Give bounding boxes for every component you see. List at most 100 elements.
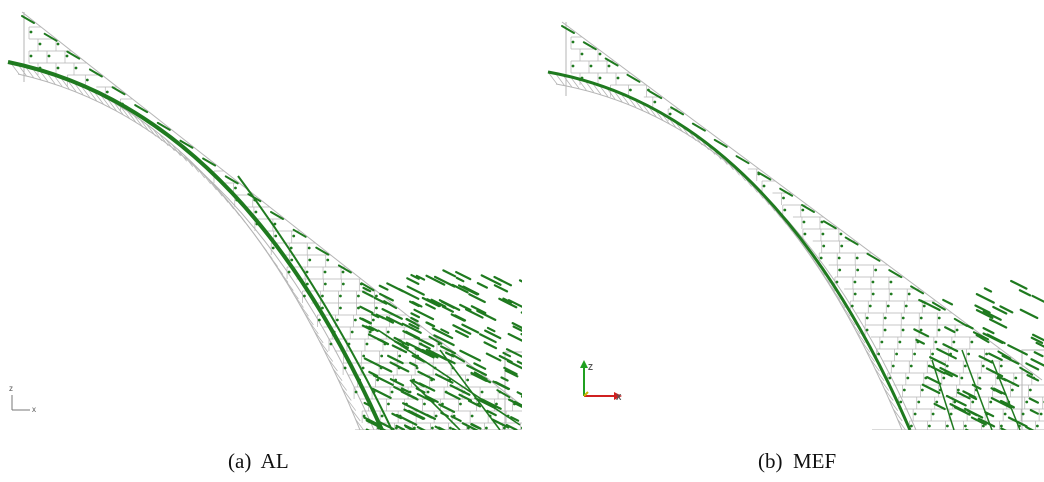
voussoir-joint: [860, 340, 871, 353]
crack-dash: [433, 275, 456, 288]
crack-dash: [516, 391, 522, 396]
joint-marker: [937, 328, 941, 332]
crack-dash: [363, 401, 373, 408]
joint-marker: [920, 388, 924, 392]
joint-marker: [913, 352, 917, 356]
extrados-crack-dash: [931, 301, 946, 311]
voussoir-joint: [341, 388, 352, 401]
joint-marker: [985, 352, 989, 356]
crack-dash: [425, 274, 446, 286]
crack-dash: [418, 342, 431, 350]
joint-marker: [470, 414, 474, 418]
crack-dash: [971, 383, 982, 390]
joint-marker: [909, 364, 913, 368]
joint-marker: [335, 318, 339, 322]
crack-dash: [498, 297, 518, 309]
crack-dash: [378, 421, 395, 430]
crack-dash: [397, 339, 410, 347]
voussoir-joint: [897, 419, 907, 430]
joint-marker: [889, 292, 893, 296]
caption-b: (b) MEF: [758, 449, 837, 473]
crack-dash: [401, 322, 422, 334]
voussoir-joint: [299, 303, 309, 317]
joint-marker: [945, 424, 949, 428]
crack-pattern: [7, 15, 522, 430]
crack-dash: [371, 387, 392, 399]
crack-dash: [441, 305, 454, 313]
voussoir-joint: [865, 349, 875, 362]
arch-fem-plot-al: z x: [7, 11, 522, 430]
crack-dash: [1000, 427, 1007, 430]
voussoir-joint: [183, 154, 194, 167]
joint-marker: [326, 258, 330, 262]
main-crack: [237, 175, 393, 430]
joint-marker: [898, 340, 902, 344]
crack-dash: [1018, 289, 1032, 297]
voussoir-joint: [892, 408, 903, 422]
joint-marker: [329, 342, 333, 346]
extrados-crack-dash: [66, 50, 81, 60]
crack-dash: [470, 423, 480, 429]
voussoir-joint: [883, 388, 894, 401]
voussoir-joint: [840, 304, 851, 317]
joint-marker: [934, 340, 938, 344]
voussoir-joint: [879, 378, 890, 391]
voussoir-joint: [835, 295, 846, 309]
joint-marker: [883, 316, 887, 320]
crack-dash: [1033, 351, 1044, 358]
crack-dash: [452, 324, 472, 335]
joint-marker: [423, 402, 426, 406]
joint-marker: [913, 412, 917, 416]
joint-marker: [935, 400, 939, 404]
crack-dash: [466, 364, 488, 376]
panel-mef: Z X: [522, 0, 1044, 430]
crack-dash: [410, 273, 420, 280]
joint-marker: [598, 76, 602, 80]
crack-dash: [990, 397, 1013, 409]
crack-dash: [408, 323, 420, 330]
joint-marker: [305, 270, 309, 274]
joint-marker: [853, 280, 857, 284]
crack-dash: [1010, 279, 1028, 290]
joint-marker: [822, 244, 826, 248]
crack-dash: [405, 341, 424, 352]
joint-marker: [871, 280, 875, 284]
crack-dash: [975, 309, 994, 319]
crack-dash: [485, 352, 502, 362]
joint-marker: [906, 376, 910, 380]
crack-dash: [962, 390, 977, 399]
main-crack: [961, 349, 993, 430]
joint-marker: [616, 76, 620, 80]
joint-marker: [919, 328, 923, 332]
crack-dash: [936, 347, 957, 360]
joint-marker: [922, 304, 926, 308]
voussoir-joint: [146, 123, 156, 137]
crack-dash: [450, 313, 466, 322]
crack-dash: [362, 286, 372, 293]
crack-dash: [445, 391, 461, 401]
crack-dash: [512, 325, 522, 332]
crack-dash: [406, 285, 425, 296]
crack-dash: [458, 393, 473, 402]
crack-dash: [406, 277, 420, 285]
voussoir-joint: [195, 165, 206, 179]
joint-marker: [883, 328, 887, 332]
joint-marker: [375, 306, 378, 310]
joint-marker: [877, 352, 881, 356]
crack-dash: [999, 305, 1014, 314]
crack-dash: [507, 299, 522, 308]
extrados-crack-dash: [451, 353, 466, 363]
joint-marker: [942, 376, 946, 380]
joint-marker: [607, 64, 611, 68]
crack-dash: [379, 292, 394, 302]
joint-marker: [571, 40, 575, 44]
intrados-line: [547, 71, 903, 430]
crack-dash: [387, 354, 404, 365]
joint-marker: [1028, 388, 1032, 392]
joint-marker: [902, 388, 906, 392]
extrados-crack-dash: [910, 285, 925, 295]
main-crack: [931, 359, 955, 430]
crack-dash: [431, 327, 454, 340]
abutment-box: [1021, 349, 1044, 430]
crack-dash: [983, 287, 993, 293]
